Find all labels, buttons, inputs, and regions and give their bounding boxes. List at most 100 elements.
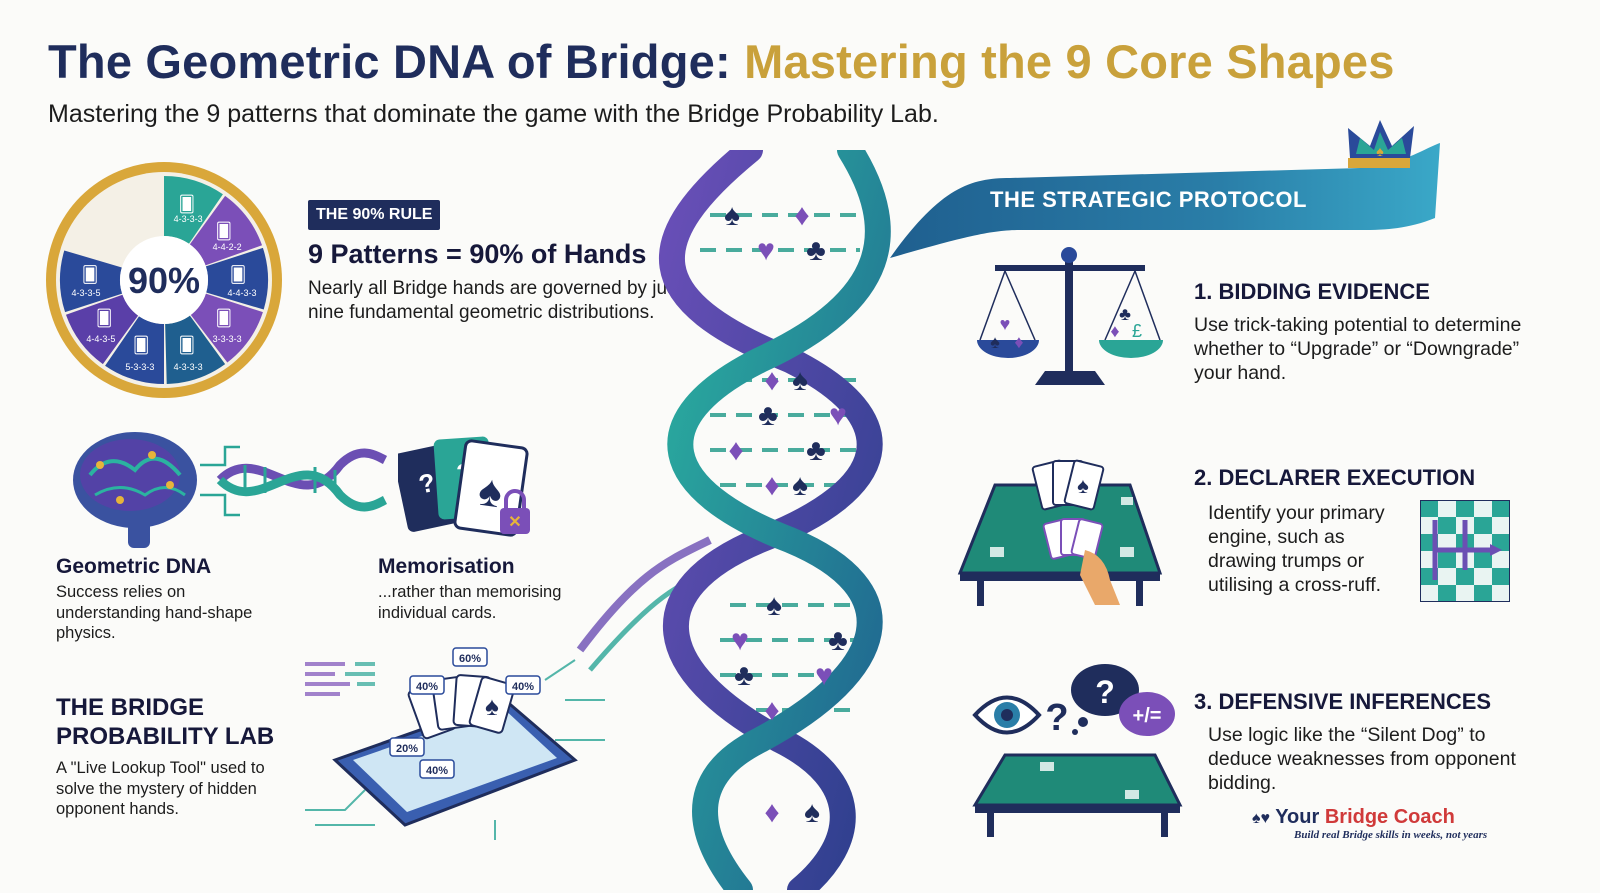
svg-text:♠: ♠ [485, 691, 499, 721]
helix-suit-symbol: ♥ [829, 399, 847, 432]
lock-icon [500, 508, 530, 534]
step-2-body: Identify your primary engine, such as dr… [1208, 502, 1385, 596]
cards-icon: 🂠 [133, 335, 149, 354]
rule-body: Nearly all Bridge hands are governed by … [308, 278, 682, 323]
memo-feature-title: Memorisation [378, 555, 515, 578]
question-mark-icon: ? [1045, 697, 1068, 739]
helix-suit-symbol: ♣ [758, 399, 778, 432]
helix-suit-symbol: ♣ [734, 659, 754, 692]
scales-icon: ♥♠♦ ♣♦£ [977, 247, 1163, 385]
grid-cell [1474, 585, 1492, 602]
wheel-center-text: 90% [128, 260, 200, 301]
helix-suit-symbol: ♦ [794, 199, 809, 232]
probability-chip [505, 675, 541, 695]
grid-cell [1492, 585, 1510, 602]
helix-suit-symbol: ♦ [764, 364, 779, 397]
helix-suit-symbol: ♦ [764, 694, 779, 727]
wheel-segment-label: 4-3-3-3 [174, 214, 203, 224]
helix-suit-symbol: ♦ [728, 434, 743, 467]
helix-suit-symbol: ♠ [724, 199, 740, 232]
wheel-segment [65, 294, 139, 365]
grid-cell [1474, 551, 1492, 568]
svg-text:?: ? [1095, 674, 1115, 710]
brand-tagline: Build real Bridge skills in weeks, not y… [1294, 829, 1488, 841]
helix-suit-symbol: ♥ [757, 234, 775, 267]
wheel-segment [105, 316, 164, 384]
cards-icon: 🂠 [230, 265, 246, 284]
cards-icon: 🂠 [96, 308, 112, 327]
grid-cell [1474, 534, 1492, 551]
title-part-1: The Geometric DNA of Bridge: [48, 35, 731, 88]
cards-icon: 🂠 [179, 195, 195, 214]
probability-chip [419, 759, 455, 779]
probability-lab-illustration: ♠ 60%40%40%20%40% [305, 647, 605, 840]
helix-suit-symbol: ♥ [731, 624, 749, 657]
cross-ruff-grid-icon [1420, 500, 1510, 602]
helix-wisp [576, 536, 712, 653]
card-fan: ♠ [407, 674, 516, 740]
probability-chip [452, 647, 488, 667]
wheel-segment-label: 4-3-3-3 [174, 362, 203, 372]
grid-cell [1420, 585, 1438, 602]
thought-bubble-icon: ? +/= [1071, 664, 1175, 736]
grid-cell [1492, 551, 1510, 568]
grid-cell [1438, 585, 1456, 602]
grid-cell [1456, 585, 1474, 602]
dummy-cards: ♠ [1031, 459, 1105, 511]
central-dna-helix: ♠ ♦ ♥ ♣ ♦ ♠ ♣ ♥ ♦ ♣ ♦ ♠ ♠ ♥ ♣ ♣ ♥ ♦ ♦ ♠ [576, 150, 891, 890]
protocol-banner: ♠ [890, 120, 1440, 258]
protocol-banner-label: THE STRATEGIC PROTOCOL [990, 187, 1307, 212]
step-2-title: 2. DECLARER EXECUTION [1194, 465, 1476, 490]
helix-suit-symbol: ♥ [815, 659, 833, 692]
helix-suit-symbol: ♠ [766, 589, 782, 622]
svg-text:♦: ♦ [1014, 332, 1023, 352]
title-part-2: Mastering the 9 Core Shapes [744, 35, 1395, 88]
helix-suit-symbol: ♦ [764, 796, 779, 829]
helix-suit-symbol: ♣ [806, 434, 826, 467]
cards-icon: 🂠 [216, 308, 232, 327]
dna-feature-body: Success relies on understanding hand-sha… [56, 583, 253, 642]
suits-logo-icon: ♠♥ [1252, 810, 1270, 827]
wheel-segment-label: 5-3-3-3 [125, 362, 154, 372]
grid-cell [1438, 534, 1456, 551]
probability-chip-label: 40% [426, 765, 448, 777]
probability-chip [409, 675, 445, 695]
wheel-segment [190, 293, 263, 363]
svg-text:♥: ♥ [1000, 314, 1011, 334]
svg-text:♠: ♠ [1077, 473, 1089, 498]
grid-cell [1492, 534, 1510, 551]
helix-suit-symbol: ♣ [806, 234, 826, 267]
helix-suit-symbol: ♠ [804, 796, 820, 829]
grid-cell [1438, 551, 1456, 568]
grid-cell [1474, 568, 1492, 585]
rule-heading: 9 Patterns = 90% of Hands [308, 239, 647, 269]
pattern-wheel: 🂠4-3-3-3🂠4-4-2-2🂠4-4-3-3🂠3-3-3-3🂠4-3-3-3… [46, 162, 282, 398]
card-table-icon: ♠ [957, 459, 1163, 606]
memo-feature-body: ...rather than memorising individual car… [378, 583, 562, 622]
svg-text:£: £ [1132, 321, 1142, 341]
svg-text:♠: ♠ [990, 332, 1000, 352]
grid-cell [1438, 568, 1456, 585]
wheel-segment [165, 315, 226, 384]
eye-icon [972, 695, 1042, 735]
helix-strand-teal [667, 150, 891, 890]
helix-suit-symbol: ♠ [792, 469, 808, 502]
grid-cell [1492, 517, 1510, 534]
rule-badge: THE 90% RULE [308, 200, 441, 230]
lab-title: THE BRIDGE PROBABILITY LAB [56, 694, 275, 750]
wheel-segment-label: 4-4-3-3 [227, 288, 256, 298]
grid-cell [1474, 500, 1492, 517]
wheel-segment-label: 4-4-3-5 [86, 334, 115, 344]
grid-cell [1456, 568, 1474, 585]
grid-cell [1438, 517, 1456, 534]
wheel-segment-label: 4-4-2-2 [213, 242, 242, 252]
brain-dna-illustration [73, 432, 388, 548]
helix-suit-symbol: ♣ [828, 624, 848, 657]
step-1-title: 1. BIDDING EVIDENCE [1194, 279, 1430, 304]
svg-text:✕: ✕ [508, 514, 521, 531]
probability-chip-label: 40% [416, 681, 438, 693]
probability-chip-label: 60% [459, 653, 481, 665]
svg-text:♠: ♠ [1376, 143, 1384, 159]
grid-cell [1456, 500, 1474, 517]
wheel-segment [164, 176, 223, 244]
